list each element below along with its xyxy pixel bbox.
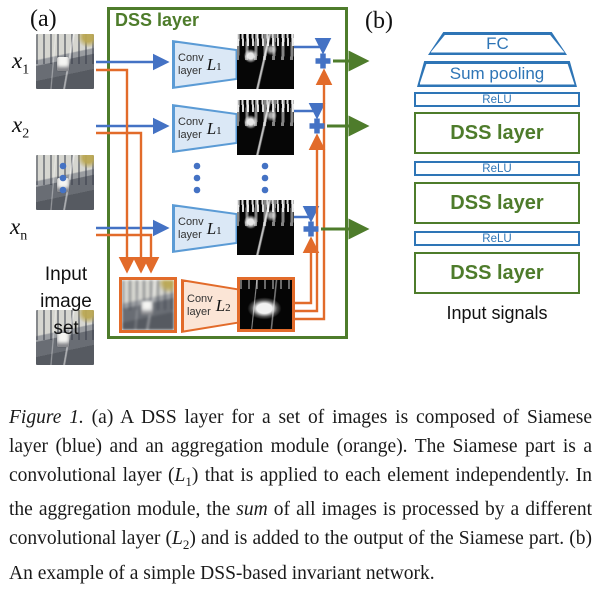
feature-map-2 (237, 100, 294, 155)
figure-caption: Figure 1. (a) A DSS layer for a set of i… (9, 404, 592, 589)
trapezoid-fill (419, 63, 575, 85)
x2-sub: 2 (22, 126, 30, 142)
caption-text: (a) A DSS layer for a set of images is c… (9, 407, 592, 486)
caption-l1-var: L (174, 464, 186, 486)
l1-math-label: L1 (206, 118, 222, 138)
caption-l2-var: L (172, 528, 183, 550)
caption-text: ) that is applied to each element indepe… (9, 464, 593, 521)
van-shape (57, 333, 70, 348)
caption-l2-sub: 2 (182, 536, 190, 552)
caption-l1-sub: 1 (185, 473, 192, 489)
trapezoid-fill (174, 206, 236, 251)
l1-math-label: L1 (206, 54, 222, 74)
feature-map-n (237, 200, 294, 255)
input-image-2 (36, 155, 94, 210)
panel-a-label: (a) (30, 6, 57, 32)
input-label-x2: x2 (12, 112, 29, 143)
relu-box-2: ReLU (414, 161, 580, 176)
input-image-set-label: Input image set (40, 264, 92, 339)
trapezoid-fill (430, 34, 565, 53)
caption-text: of all images is processed by a differen… (9, 499, 592, 550)
dss-layer-box-title: DSS layer (115, 10, 200, 30)
feature-map-sum (240, 280, 292, 329)
xn-var: x (10, 214, 21, 239)
sum-pooling-box: Sum pooling (417, 61, 577, 87)
van-shape (57, 178, 70, 193)
trapezoid-fill (183, 281, 241, 331)
l2-math-label: L2 (215, 296, 231, 315)
sum-pooling-label: Sum pooling (449, 64, 545, 83)
aggregation-output-map (237, 277, 295, 332)
l1-math-label: L1 (206, 218, 222, 238)
van-shape (141, 301, 154, 315)
relu-box-1: ReLU (414, 92, 580, 107)
feature-map-1 (237, 34, 294, 89)
dss-layer-box-3: DSS layer (414, 252, 580, 294)
input-label-xn: xn (10, 214, 27, 245)
input-label-x1: x1 (12, 48, 29, 79)
blurred-photo (122, 280, 174, 330)
dss-layer-box-2: DSS layer (414, 182, 580, 224)
input-image-n (36, 310, 94, 365)
input-image-1 (36, 34, 94, 89)
x1-sub: 1 (22, 62, 30, 78)
fc-layer-label: FC (486, 33, 509, 53)
caption-text: ) and is added to the output of the Siam… (9, 528, 592, 584)
panel-b-label: (b) (365, 8, 393, 34)
trapezoid-fill (174, 42, 236, 87)
x2-var: x (12, 112, 23, 137)
sum-image (119, 277, 177, 333)
input-signals-label: Input signals (446, 303, 548, 323)
x1-var: x (12, 48, 23, 73)
dss-layer-box-1: DSS layer (414, 112, 580, 154)
caption-figure-label: Figure 1. (9, 407, 84, 428)
xn-sub: n (20, 228, 28, 244)
caption-sum-word: sum (236, 499, 268, 521)
relu-box-3: ReLU (414, 231, 580, 246)
van-shape (57, 57, 70, 72)
fc-layer-box: FC (428, 32, 567, 55)
trapezoid-fill (174, 106, 236, 151)
